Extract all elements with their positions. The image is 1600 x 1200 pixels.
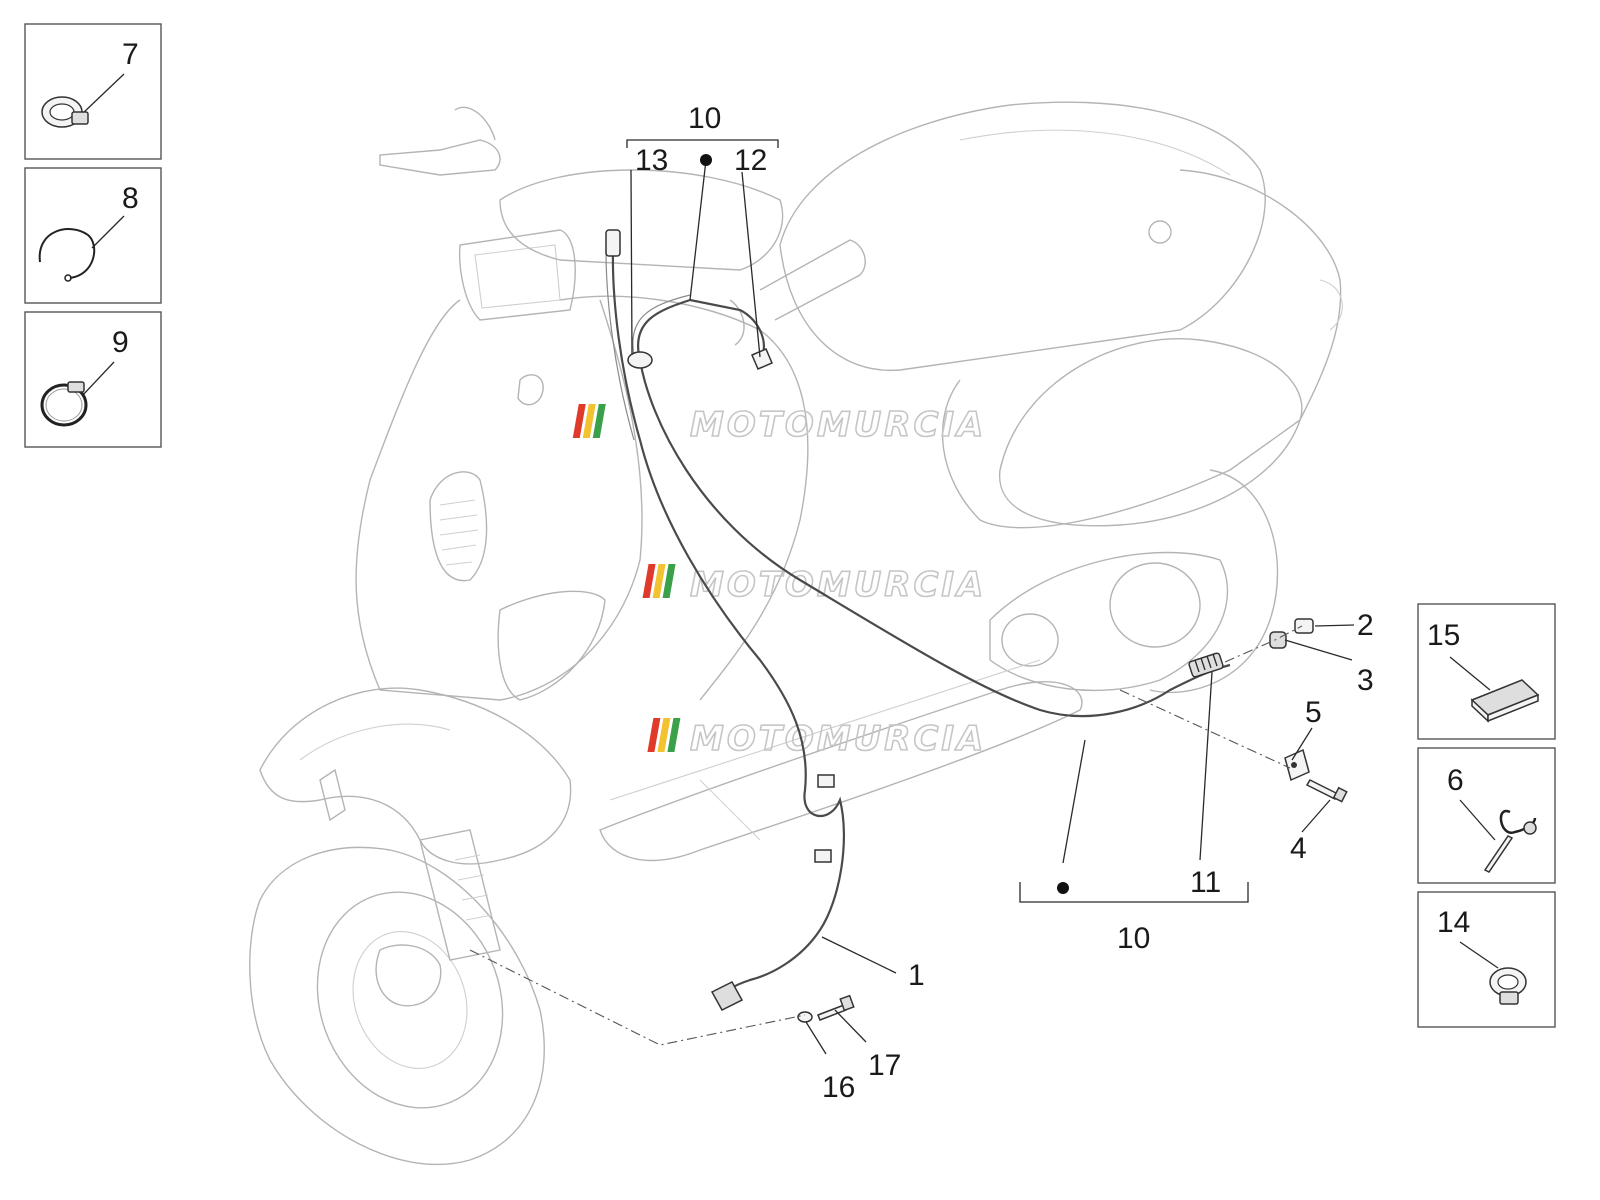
callout-10-top: 10 (688, 102, 721, 135)
callout-labels: 10 13 12 1 2 3 5 4 11 10 17 16 (635, 102, 1374, 1104)
callout-8: 8 (122, 182, 139, 215)
inset-box-7: 7 (24, 23, 162, 160)
group-dot (700, 154, 712, 166)
cable-grommet (814, 849, 832, 863)
watermark-2: MOTOMURCIA (642, 564, 986, 606)
callout-14: 14 (1437, 906, 1470, 939)
hose-clamp-icon (41, 96, 89, 128)
callout-6: 6 (1447, 764, 1464, 797)
spring-clip-icon (38, 228, 96, 282)
inset-box-8: 8 (24, 167, 162, 304)
cable-tie-icon (40, 381, 88, 427)
cable-clip (627, 351, 653, 369)
clamp-icon (1489, 967, 1527, 1005)
callout-4: 4 (1290, 832, 1307, 865)
leader-lines (626, 139, 1355, 1055)
group-dot (1057, 882, 1069, 894)
screw-part-4 (1305, 779, 1340, 800)
watermark-3: MOTOMURCIA (647, 718, 986, 760)
callout-2: 2 (1357, 609, 1374, 642)
watermark-text: MOTOMURCIA (690, 719, 986, 759)
callout-9: 9 (112, 326, 129, 359)
assembly-lines (469, 625, 1303, 1046)
cable-end-fitting (605, 229, 621, 257)
tie-strap-icon (1483, 809, 1537, 873)
speedometer-cable (611, 249, 846, 1001)
callout-17: 17 (868, 1049, 901, 1082)
speedo-drive-fitting (710, 981, 744, 1011)
callout-1: 1 (908, 959, 925, 992)
cables (605, 229, 1231, 1011)
callout-16: 16 (822, 1071, 855, 1104)
watermark-text: MOTOMURCIA (690, 565, 986, 605)
callout-12: 12 (734, 144, 767, 177)
rubber-pad-icon (1470, 679, 1540, 723)
watermark-1: MOTOMURCIA (572, 404, 986, 446)
callout-15: 15 (1427, 619, 1460, 652)
inset-box-9: 9 (24, 311, 162, 448)
callout-3: 3 (1357, 664, 1374, 697)
bushing-part-2 (1294, 618, 1314, 634)
cable-clip (751, 348, 773, 370)
cable-grommet (817, 774, 835, 788)
inset-box-6: 6 (1417, 747, 1556, 884)
callout-7: 7 (122, 38, 139, 71)
inset-box-15: 15 (1417, 603, 1556, 740)
callout-13: 13 (635, 144, 668, 177)
nut-part-3 (1269, 631, 1287, 649)
callout-5: 5 (1305, 696, 1322, 729)
watermark-text: MOTOMURCIA (690, 405, 986, 445)
rear-brake-cable (637, 298, 1231, 718)
hardware-parts (797, 618, 1348, 1023)
inset-box-14: 14 (1417, 891, 1556, 1028)
scooter-outline (249, 101, 1343, 1166)
callout-10-bottom: 10 (1117, 922, 1150, 955)
washer-part-16 (797, 1011, 813, 1023)
cable-adjuster (1188, 652, 1224, 678)
callout-11: 11 (1190, 866, 1221, 899)
